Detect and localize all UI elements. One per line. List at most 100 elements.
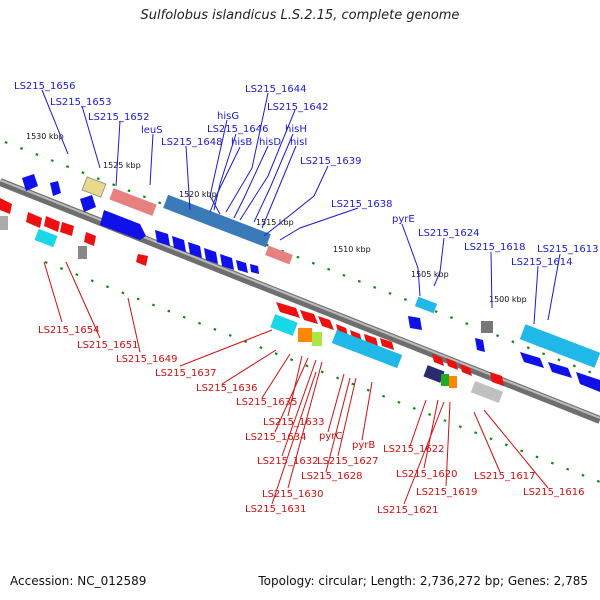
gene-forward-box: [109, 188, 157, 216]
gene-forward: [520, 352, 544, 368]
gene-reverse: [490, 372, 504, 386]
gene-label: pyrE: [392, 214, 415, 225]
gene-reverse: [300, 310, 318, 324]
gene-label: LS215_1644: [245, 84, 306, 95]
gene-reverse: [460, 364, 472, 376]
gene-label: LS215_1616: [523, 487, 584, 498]
accession-text: Accession: NC_012589: [10, 574, 147, 588]
gene-forward: [408, 316, 422, 330]
gene-label: LS215_1646: [207, 124, 268, 135]
gene-label: LS215_1649: [116, 354, 177, 365]
gene-label: hisD: [259, 137, 281, 148]
gene-forward: [236, 260, 248, 273]
gene-label: hisB: [231, 137, 252, 148]
ruler-label: 1525 kbp: [103, 161, 141, 170]
leader-lines-bottom: [43, 261, 549, 505]
gene-reverse: [84, 232, 96, 246]
gene-label: hisI: [290, 137, 307, 148]
gene-forward: [548, 362, 572, 378]
gene-label: LS215_1648: [161, 137, 222, 148]
gene-label: LS215_1613: [537, 244, 598, 255]
gene-forward: [250, 264, 259, 274]
gene-reverse-box: [423, 365, 445, 383]
gene-forward: [155, 230, 170, 246]
gene-label: LS215_1652: [88, 112, 149, 123]
gene-label: LS215_1633: [263, 417, 324, 428]
gene-reverse-box: [34, 228, 58, 248]
gene-label: LS215_1636: [196, 383, 257, 394]
gene-label: LS215_1653: [50, 97, 111, 108]
ruler-label: 1530 kbp: [26, 132, 64, 141]
gene-label: LS215_1619: [416, 487, 477, 498]
gene-label: LS215_1631: [245, 504, 306, 515]
gene-forward: [576, 372, 600, 392]
gene-label: LS215_1617: [474, 471, 535, 482]
gene-label: pyrB: [352, 440, 375, 451]
gene-reverse-box: [270, 314, 298, 336]
gene-reverse: [136, 254, 148, 266]
gene-forward: [188, 242, 202, 258]
reverse-genes: [0, 198, 504, 403]
gene-reverse: [0, 198, 12, 214]
gene-forward: [50, 181, 61, 196]
gene-label: LS215_1642: [267, 102, 328, 113]
gene-label: LS215_1627: [317, 456, 378, 467]
gene-label: LS215_1635: [236, 397, 297, 408]
gene-forward: [80, 195, 96, 212]
gene-reverse-box: [298, 328, 312, 342]
gene-reverse-box: [470, 381, 504, 403]
gene-labels-bottom: LS215_1654 LS215_1651 LS215_1649 LS215_1…: [38, 325, 584, 516]
gene-label: LS215_1654: [38, 325, 99, 336]
gene-label: LS215_1639: [300, 156, 361, 167]
ruler-labels: 1530 kbp 1525 kbp 1520 kbp 1515 kbp 1510…: [26, 132, 527, 304]
gene-forward-box: [265, 245, 293, 265]
gene-reverse-box: [331, 329, 403, 369]
gene-reverse-box: [78, 246, 87, 259]
gene-label: LS215_1620: [396, 469, 457, 480]
gene-reverse: [44, 216, 60, 232]
gene-forward-long: [100, 210, 146, 240]
gene-forward: [475, 338, 485, 352]
gene-forward: [204, 248, 218, 264]
ruler-label: 1500 kbp: [489, 295, 527, 304]
gene-forward-box: [81, 176, 107, 198]
gene-forward-box: [481, 321, 493, 333]
gene-reverse-box: [312, 332, 322, 346]
gene-forward-box: [414, 296, 438, 314]
gene-reverse: [318, 316, 334, 330]
gene-reverse: [380, 338, 394, 350]
gene-label: LS215_1624: [418, 228, 479, 239]
gene-reverse-box: [0, 216, 8, 230]
gene-label: LS215_1628: [301, 471, 362, 482]
gene-label: LS215_1630: [262, 489, 323, 500]
gene-reverse: [432, 354, 444, 366]
ruler-label: 1510 kbp: [333, 245, 371, 254]
gene-label: hisH: [285, 124, 307, 135]
gene-forward: [220, 254, 234, 270]
gene-label: LS215_1614: [511, 257, 572, 268]
gene-label: LS215_1638: [331, 199, 392, 210]
ruler-label: 1515 kbp: [256, 218, 294, 227]
genome-summary-text: Topology: circular; Length: 2,736,272 bp…: [258, 574, 588, 588]
ruler-label: 1520 kbp: [179, 190, 217, 199]
gene-label: LS215_1634: [245, 432, 306, 443]
gene-forward: [172, 236, 186, 252]
gene-label: LS215_1651: [77, 340, 138, 351]
gene-label: LS215_1632: [257, 456, 318, 467]
gene-label: hisG: [217, 111, 239, 122]
gene-forward-box: [519, 324, 600, 368]
gene-reverse: [336, 324, 348, 336]
ruler-label: 1505 kbp: [411, 270, 449, 279]
gene-label: pyrC: [319, 431, 342, 442]
gene-reverse: [26, 212, 42, 228]
map-title: Sulfolobus islandicus L.S.2.15, complete…: [140, 8, 460, 23]
gene-reverse: [364, 334, 378, 346]
gene-reverse-box: [441, 374, 449, 386]
forward-genes: [22, 174, 600, 392]
gene-label: LS215_1618: [464, 242, 525, 253]
gene-label: leuS: [141, 125, 163, 136]
gene-label: LS215_1621: [377, 505, 438, 516]
gene-forward: [22, 174, 38, 191]
gene-labels-top: LS215_1656 LS215_1653 LS215_1652 leuS hi…: [14, 81, 598, 268]
